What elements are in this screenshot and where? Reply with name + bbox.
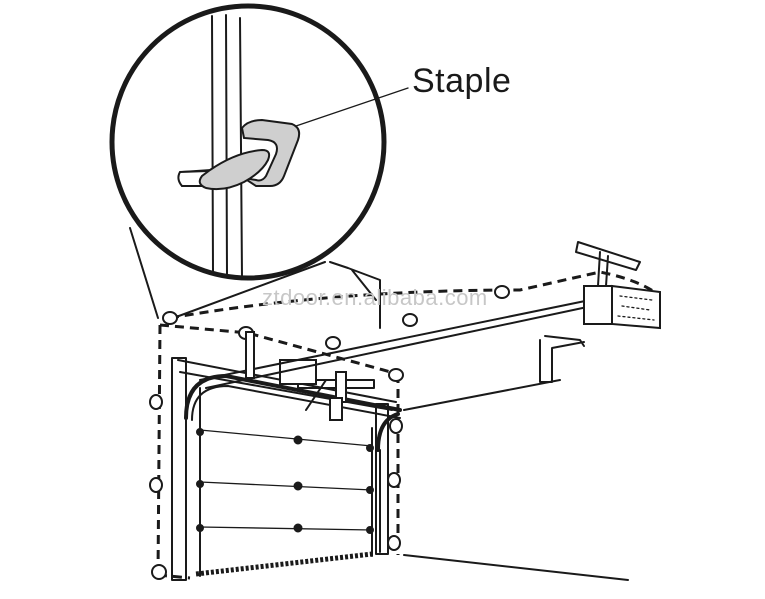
staple-marker bbox=[162, 311, 178, 325]
staple-marker bbox=[325, 336, 341, 350]
stud-line-2 bbox=[225, 14, 228, 277]
garage-door bbox=[195, 387, 374, 577]
door-tracks bbox=[184, 359, 402, 553]
staple-marker bbox=[149, 477, 163, 493]
bottom-seal bbox=[195, 551, 373, 577]
ceiling-bracket bbox=[575, 241, 641, 271]
door-bracket-plate bbox=[329, 397, 343, 421]
staple-marker bbox=[387, 535, 401, 551]
rear-hanger-top bbox=[544, 335, 585, 347]
roller-icon bbox=[196, 428, 204, 436]
garage-structure bbox=[171, 357, 629, 581]
hanger-strap-1 bbox=[597, 251, 601, 287]
panel-seam-1 bbox=[199, 429, 373, 447]
front-hanger bbox=[329, 261, 381, 329]
zoom-callout bbox=[109, 3, 409, 321]
wire-ceiling bbox=[169, 270, 661, 320]
staple-marker bbox=[389, 418, 403, 434]
rear-hanger bbox=[539, 339, 585, 383]
stud-line-1 bbox=[211, 15, 214, 273]
motor-vents bbox=[617, 295, 655, 321]
callout-cone-left bbox=[129, 227, 159, 319]
staple-label: Staple bbox=[412, 62, 512, 100]
motor-unit bbox=[575, 241, 661, 330]
roller-icon bbox=[366, 486, 374, 494]
roller-icon bbox=[366, 526, 374, 534]
staple-marker bbox=[494, 285, 510, 299]
staple-marker bbox=[151, 564, 167, 580]
callout-cone-right bbox=[167, 261, 326, 321]
hanger-strap-2 bbox=[605, 255, 609, 287]
staple-marker bbox=[388, 368, 404, 382]
left-track-inner bbox=[191, 385, 401, 421]
watermark-text: ztdoor.en.alibaba.com bbox=[262, 285, 488, 310]
staple-shape bbox=[240, 118, 301, 187]
right-track-curve bbox=[376, 412, 400, 452]
hinge-icon bbox=[293, 481, 303, 491]
door-jamb-left bbox=[171, 357, 187, 581]
door-jamb-right bbox=[375, 403, 389, 555]
staple-markers bbox=[149, 285, 510, 580]
side-wall-top bbox=[403, 379, 561, 411]
staple-marker bbox=[387, 472, 401, 488]
floor-line bbox=[403, 554, 629, 581]
panel-seam-3 bbox=[199, 526, 373, 531]
left-track-curve bbox=[184, 373, 402, 420]
staple-leg bbox=[198, 148, 271, 191]
motor-housing-front bbox=[583, 285, 613, 325]
opener-rail bbox=[199, 261, 593, 389]
roller-icon bbox=[196, 524, 204, 532]
motor-housing-side bbox=[611, 284, 661, 330]
staple-marker bbox=[402, 313, 418, 327]
header-post bbox=[245, 331, 255, 379]
hinge-icon bbox=[293, 523, 303, 533]
wire-left-wall bbox=[156, 324, 162, 576]
door-arm bbox=[305, 379, 327, 411]
stud-line-3 bbox=[239, 17, 243, 279]
staple-marker bbox=[149, 394, 163, 410]
roller-icon bbox=[196, 480, 204, 488]
rail bbox=[199, 299, 593, 389]
callout-circle bbox=[109, 3, 387, 281]
panel-seam-2 bbox=[199, 481, 373, 491]
roller-icon bbox=[366, 444, 374, 452]
staple-leader-line bbox=[295, 87, 409, 127]
hinge-icon bbox=[293, 435, 303, 445]
